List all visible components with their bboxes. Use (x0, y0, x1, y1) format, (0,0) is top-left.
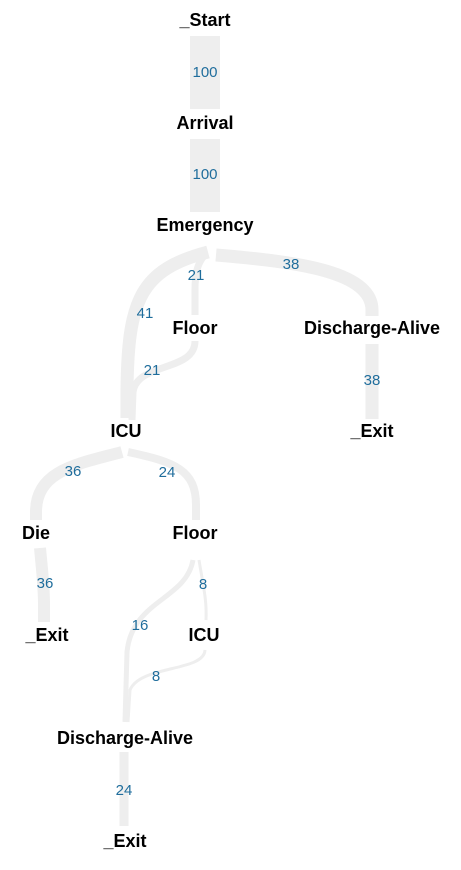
edge-label-icu-floor: 24 (159, 464, 176, 481)
flow-edges (30, 36, 379, 826)
edge-label-emergency-discharge: 38 (283, 256, 300, 273)
edge-label-floor-icu2: 8 (199, 576, 207, 593)
edge-emergency-discharge (215, 248, 379, 316)
edge-label-emergency-icu: 41 (137, 305, 154, 322)
edge-label-floor-discharge: 16 (132, 617, 149, 634)
edge-label-discharge2-exit: 24 (116, 782, 133, 799)
edge-icu-die (30, 446, 124, 520)
edge-label-die-exit: 36 (37, 575, 54, 592)
node-icu-1: ICU (111, 421, 142, 441)
edge-label-discharge-exit: 38 (364, 372, 381, 389)
edge-emergency-floor (191, 253, 207, 315)
edge-emergency-icu (120, 245, 210, 418)
flow-nodes: _Start Arrival Emergency Floor Discharge… (22, 10, 440, 851)
node-exit-1: _Exit (349, 421, 393, 441)
node-start: _Start (178, 10, 230, 30)
node-icu-2: ICU (189, 625, 220, 645)
node-emergency: Emergency (156, 215, 253, 235)
node-exit-3: _Exit (102, 831, 146, 851)
edge-label-emergency-floor: 21 (188, 267, 205, 284)
edge-floor-discharge (122, 559, 196, 723)
node-floor-1: Floor (173, 318, 218, 338)
node-floor-2: Floor (173, 523, 218, 543)
edge-label-icu-die: 36 (65, 463, 82, 480)
edge-label-icu2-discharge: 8 (152, 668, 160, 685)
edge-icu2-discharge (126, 649, 207, 723)
node-arrival: Arrival (176, 113, 233, 133)
edge-label-start-arrival: 100 (192, 64, 217, 81)
edge-die-exit (34, 547, 50, 622)
edge-labels: 100 100 21 41 38 38 21 36 24 36 8 16 8 2… (37, 64, 381, 799)
edge-label-arrival-emergency: 100 (192, 166, 217, 183)
edge-icu-floor (127, 448, 200, 520)
edge-floor-icu (128, 340, 199, 421)
node-die: Die (22, 523, 50, 543)
node-discharge-alive-1: Discharge-Alive (304, 318, 440, 338)
node-discharge-alive-2: Discharge-Alive (57, 728, 193, 748)
edge-label-floor-icu: 21 (144, 362, 161, 379)
edge-floor-icu2 (197, 559, 208, 621)
node-exit-2: _Exit (24, 625, 68, 645)
